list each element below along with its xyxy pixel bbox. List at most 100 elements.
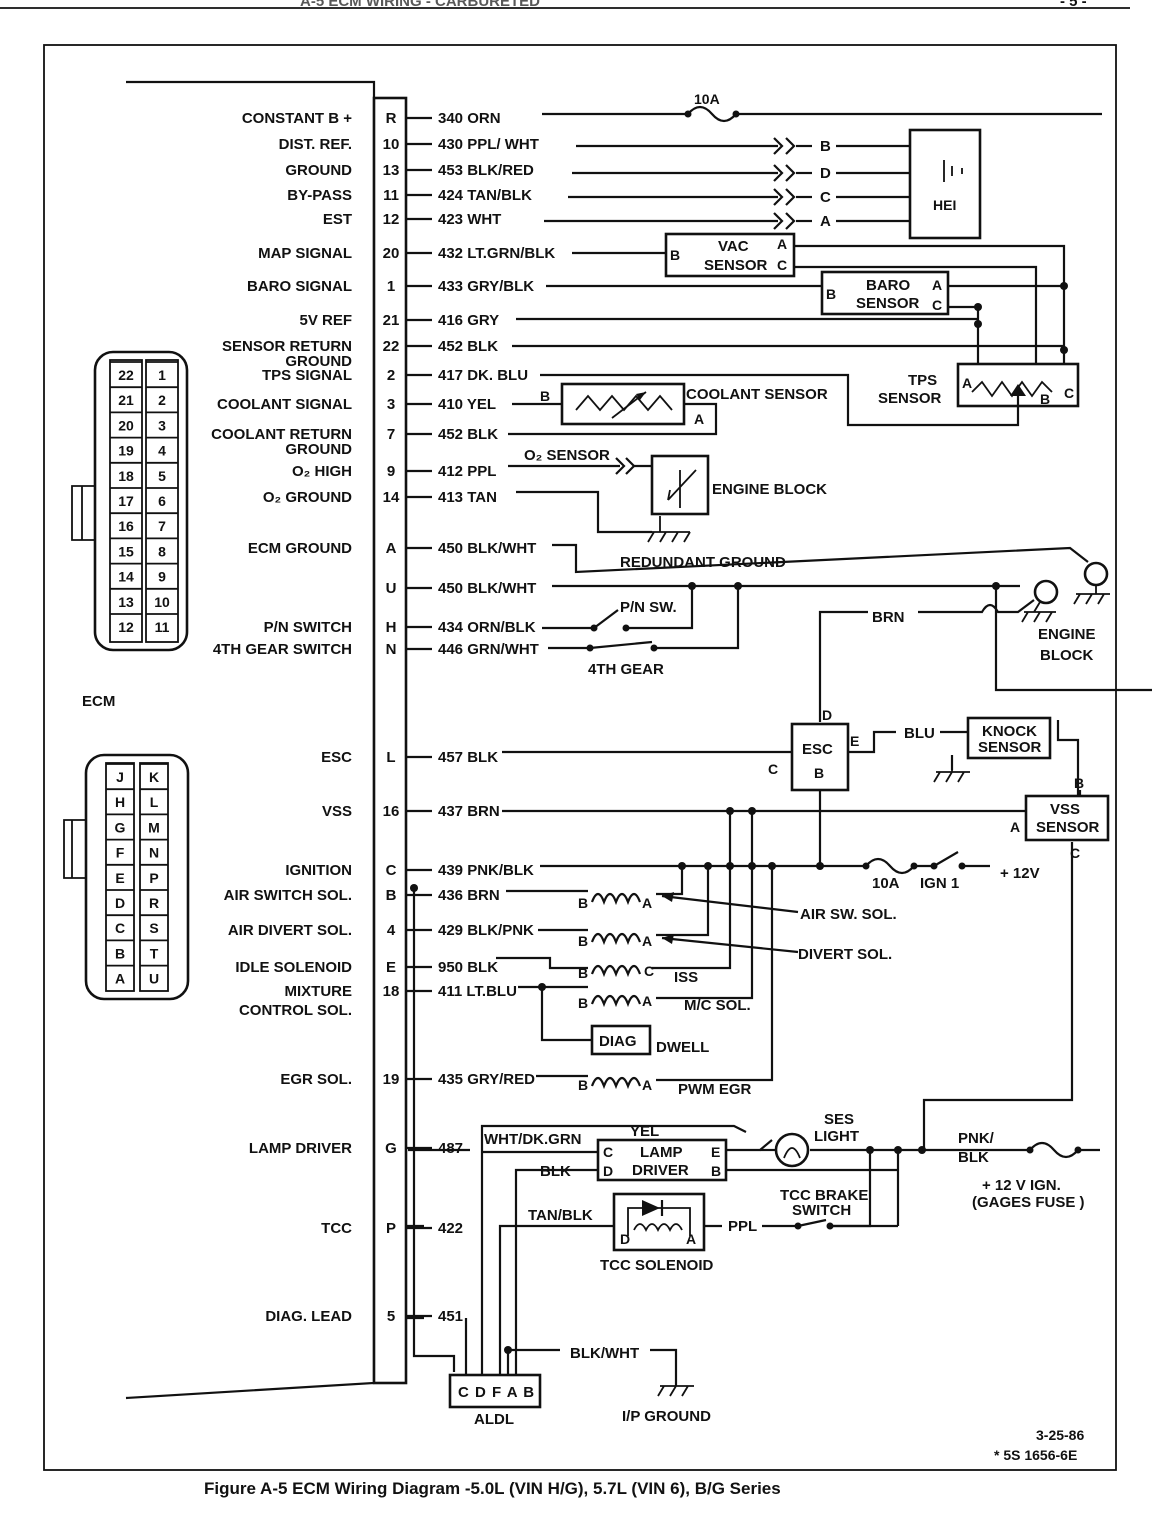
ecm-pin-id: 18	[383, 983, 400, 1000]
figure-caption: Figure A-5 ECM Wiring Diagram -5.0L (VIN…	[204, 1479, 781, 1498]
o2-sensor-label: O₂ SENSOR	[524, 447, 610, 464]
circuit-name: COOLANT SIGNAL	[217, 396, 352, 413]
svg-text:A: A	[642, 933, 652, 949]
ecm-pin-id: 10	[383, 136, 400, 153]
connector2-pin: N	[149, 845, 159, 861]
connector1-pin: 19	[118, 443, 134, 459]
wire-label: 450 BLK/WHT	[438, 580, 536, 597]
ign1-label: IGN 1	[920, 875, 959, 892]
ip-ground-symbol	[657, 1385, 694, 1397]
ecm-pin-id: P	[386, 1220, 396, 1237]
hei-pin-a: A	[820, 213, 831, 230]
tps-label-2: SENSOR	[878, 390, 942, 407]
ecm-pin-id: 5	[387, 1308, 395, 1325]
solenoid-coils	[590, 892, 642, 1090]
vss-sensor: VSS SENSOR A B C	[1010, 775, 1110, 861]
wire-label: 340 ORN	[438, 110, 501, 127]
svg-text:B: B	[578, 965, 588, 981]
svg-text:C: C	[644, 963, 654, 979]
coolant-pin-a: A	[694, 411, 704, 427]
circuit-name: TCC	[321, 1220, 352, 1237]
connector1-pin: 7	[158, 518, 166, 534]
wht-dkgrn-label: WHT/DK.GRN	[484, 1131, 582, 1148]
connector1-pin: 18	[118, 468, 134, 484]
connector2-pin: T	[150, 945, 159, 961]
aldl-pins: C D F A B	[458, 1384, 535, 1401]
ip-ground-label: I/P GROUND	[622, 1408, 711, 1425]
connector2-pin: H	[115, 794, 125, 810]
svg-text:A: A	[642, 895, 652, 911]
pn-sw-label: P/N SW.	[620, 599, 677, 616]
figure-code: * 5S 1656-6E	[994, 1447, 1077, 1463]
tps-pin-c: C	[1064, 385, 1074, 401]
ecm-pin-id: H	[386, 619, 397, 636]
svg-text:B: B	[578, 1077, 588, 1093]
esc-module: ESC D E C B	[768, 707, 859, 792]
ign-fuse-label: 10A	[872, 875, 900, 892]
circuit-name: MAP SIGNAL	[258, 245, 352, 262]
esc-label: ESC	[802, 741, 833, 758]
wire-label: 446 GRN/WHT	[438, 641, 539, 658]
wire-label: 457 BLK	[438, 749, 498, 766]
engine-block-label-1: ENGINE	[1038, 626, 1096, 643]
ground-symbol-1	[1073, 561, 1110, 605]
ecm-pin-id: C	[386, 862, 397, 879]
knock-sensor-line1: KNOCK	[982, 723, 1037, 740]
circuit-name: O₂ HIGH	[292, 463, 352, 480]
circuit-name: EGR SOL.	[280, 1071, 352, 1088]
circuit-name: IGNITION	[285, 862, 352, 879]
wire-label: 424 TAN/BLK	[438, 187, 532, 204]
air-sw-sol-label: AIR SW. SOL.	[800, 906, 897, 923]
wire-label: 429 BLK/PNK	[438, 922, 534, 939]
tps-label-1: TPS	[908, 372, 937, 389]
wiring	[406, 105, 1152, 1386]
ecm-pin-id: 22	[383, 338, 400, 355]
wire-label: 436 BRN	[438, 887, 500, 904]
vac-pin-a: A	[777, 236, 787, 252]
o2-sensor: O₂ SENSOR ENGINE BLOCK	[524, 447, 827, 543]
connector2-pin: D	[115, 895, 125, 911]
svg-text:E: E	[711, 1144, 720, 1160]
ecm-pin-id: E	[386, 959, 396, 976]
o2-engine-block-label: ENGINE BLOCK	[712, 481, 827, 498]
circuit-name: 5V REF	[299, 312, 352, 329]
tcc-brake-label-1: TCC BRAKE	[780, 1187, 868, 1204]
engine-block-label-2: BLOCK	[1040, 647, 1093, 664]
circuit-name: LAMP DRIVER	[249, 1140, 352, 1157]
svg-text:A: A	[642, 993, 652, 1009]
vac-sensor-line1: VAC	[718, 238, 749, 255]
coolant-sensor-label: COOLANT SENSOR	[686, 386, 828, 403]
diag-label: DIAG	[599, 1033, 637, 1050]
wire-label: 452 BLK	[438, 338, 498, 355]
hei-pin-c: C	[820, 189, 831, 206]
brn-label: BRN	[872, 609, 905, 626]
divert-sol-label: DIVERT SOL.	[798, 946, 892, 963]
connector2-pin: R	[149, 895, 159, 911]
wire-label: 422	[438, 1220, 463, 1237]
ecm-pin-id: 2	[387, 367, 395, 384]
lamp-driver: LAMP DRIVER C D E B	[596, 1138, 728, 1182]
circuit-name: 4TH GEAR SWITCH	[213, 641, 352, 658]
ecm-pin-id: 13	[383, 162, 400, 179]
connector1-pin: 14	[118, 569, 134, 585]
aldl-connector: C D F A B ALDL	[448, 1373, 542, 1428]
circuit-name: AIR DIVERT SOL.	[228, 922, 352, 939]
svg-text:B: B	[578, 895, 588, 911]
baro-pin-b: B	[826, 286, 836, 302]
wire-label: 439 PNK/BLK	[438, 862, 534, 879]
diag-box: DIAG	[590, 1024, 652, 1056]
circuit-name: IDLE SOLENOID	[235, 959, 352, 976]
ecm-pin-id: 11	[383, 187, 399, 204]
connector1-pin: 6	[158, 493, 166, 509]
ecm-pin-id: G	[385, 1140, 397, 1157]
tcc-solenoid-label: TCC SOLENOID	[600, 1257, 714, 1274]
